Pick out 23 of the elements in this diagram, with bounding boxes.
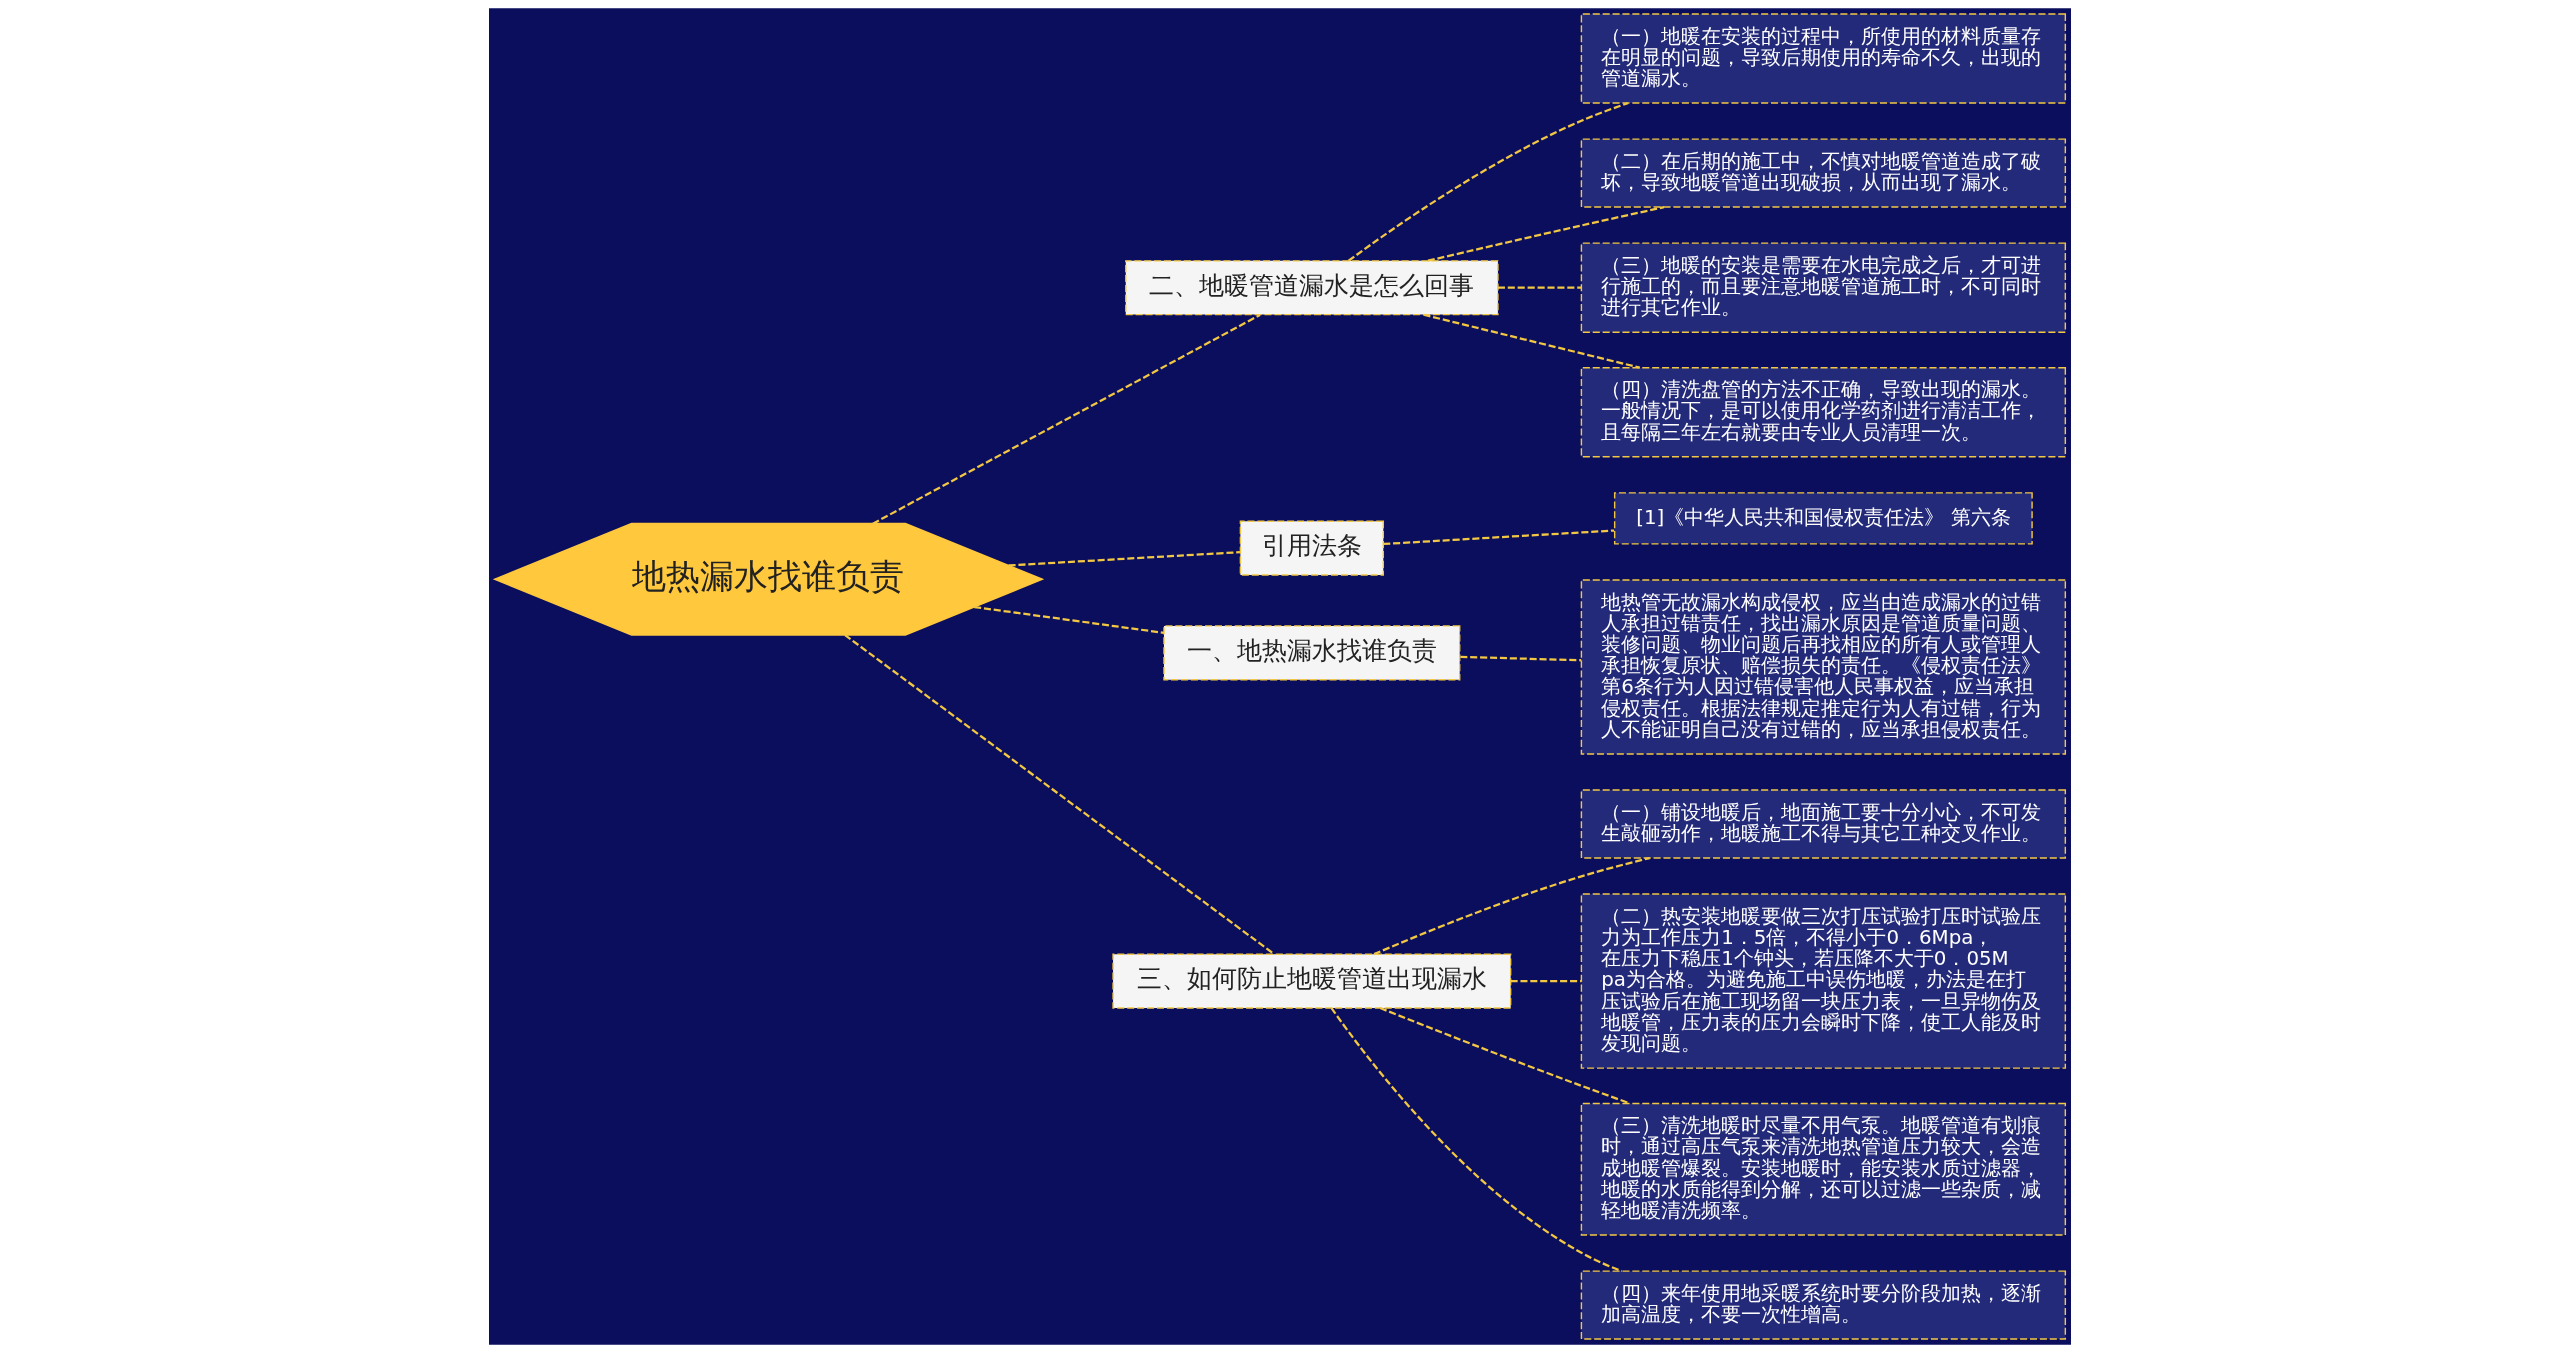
connector: [872, 313, 1261, 525]
node-box: （二）在后期的施工中，不慎对地暖管道造成了破坏，导致地暖管道出现破损，从而出现了漏水。: [1580, 138, 2067, 208]
connector: [844, 634, 1275, 955]
connector: [1008, 551, 1240, 567]
node-box: 三、如何防止地暖管道出现漏水: [1112, 953, 1512, 1009]
node-box: （一）地暖在安装的过程中，所使用的材料质量存在明显的问题，导致后期使用的寿命不久，出现的管道漏水。: [1580, 13, 2067, 104]
connector: [974, 605, 1165, 634]
node-box: 一、地热漏水找谁负责: [1163, 625, 1461, 681]
node-box: （四）来年使用地采暖系统时要分阶段加热，逐渐加高温度，不要一次性增高。: [1580, 1270, 2067, 1340]
connector: [1498, 286, 1582, 289]
node-box: 引用法条: [1239, 520, 1384, 576]
connector: [1510, 979, 1582, 983]
node-box: （一）铺设地暖后，地面施工要十分小心，不可发生敲砸动作，地暖施工不得与其它工种交叉作业。: [1580, 789, 2067, 859]
node-box: 地热管无故漏水构成侵权，应当由造成漏水的过错人承担过错责任，找出漏水原因是管道质量问题、装修问题、物业问题后再找相应的所有人或管理人承担恢复原状、赔偿损失的责任。《侵权责任法》第6条行为人因过错侵害他人民事权益，应当承担侵权责任。根据法律规定推定行为人有过错，行为人不能证明自己没有过错的，应当承担侵权责任。: [1580, 579, 2067, 755]
node-box: （四）清洗盘管的方法不正确，导致出现的漏水。一般情况下，是可以使用化学药剂进行清洁工作，且每隔三年左右就要由专业人员清理一次。: [1580, 366, 2067, 458]
node-box: （三）清洗地暖时尽量不用气泵。地暖管道有划痕时，通过高压气泵来清洗地热管道压力较大，会造成地暖管爆裂。安装地暖时，能安装水质过滤器，地暖的水质能得到分解，还可以过滤一些杂质，减轻地暖清洗频率。: [1580, 1102, 2067, 1236]
connector: [1379, 1007, 1631, 1105]
node-box: 二、地暖管道漏水是怎么回事: [1125, 260, 1499, 316]
node-box: （二）热安装地暖要做三次打压试验打压时试验压力为工作压力1．5倍，不得小于0．6Mpa，在压力下稳压1个钟头，若压降不大于0．05Mpa为合格。为避免施工中误伤地暖，办法是在打压试验后在施工现场留一块压力表，一旦异物伤及地暖管，压力表的压力会瞬时下降，使工人能及时发现问题。: [1580, 893, 2067, 1069]
connector: [1460, 655, 1582, 662]
node-box: （三）地暖的安装是需要在水电完成之后，才可进行施工的，而且要注意地暖管道施工时，不可同时进行其它作业。: [1580, 242, 2067, 333]
connector: [1383, 529, 1615, 546]
node-box: [1]《中华人民共和国侵权责任法》 第六条: [1613, 492, 2033, 545]
